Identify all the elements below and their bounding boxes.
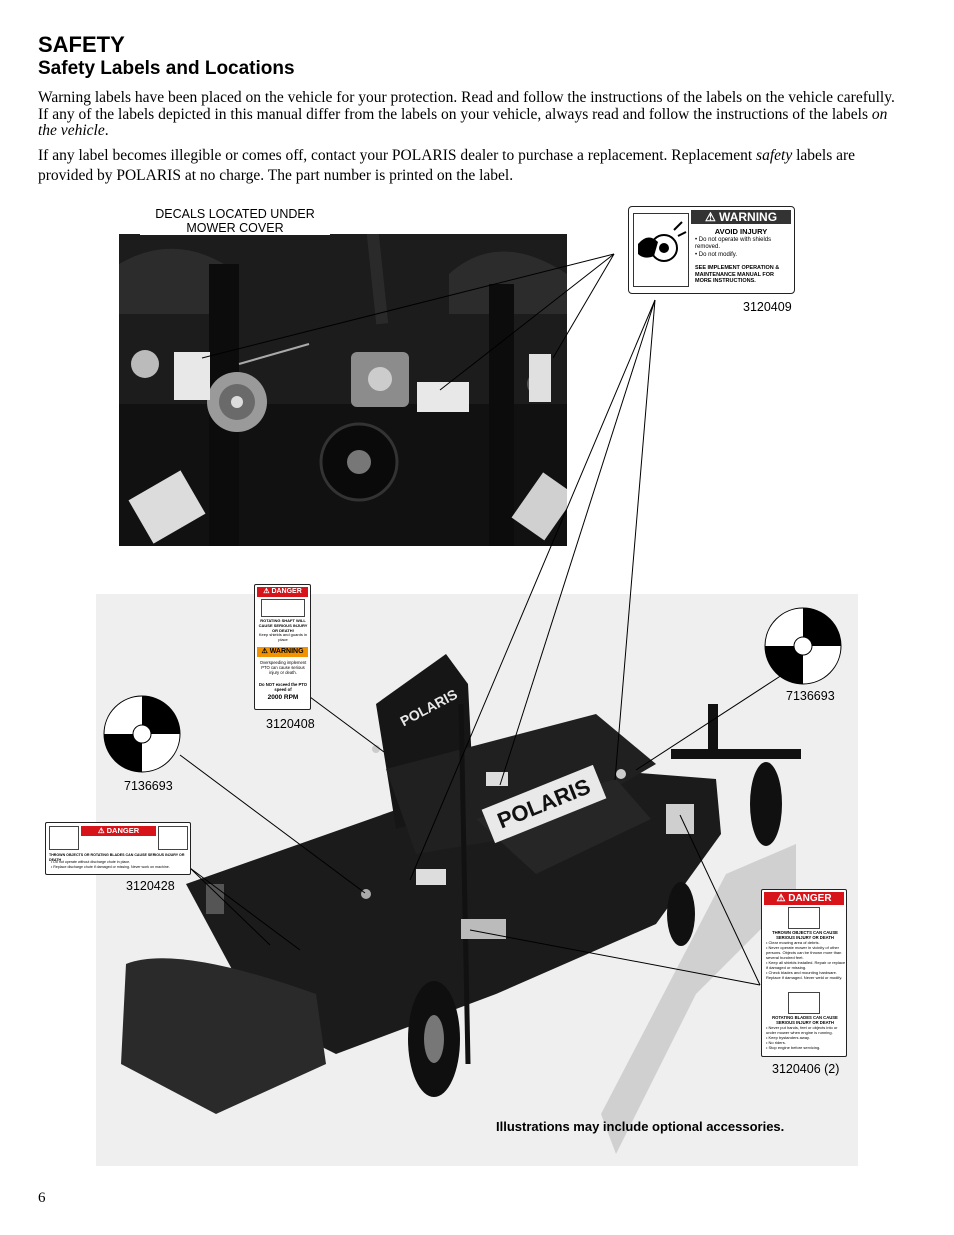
warning-footer: SEE IMPLEMENT OPERATION & MAINTENANCE MA…: [695, 265, 780, 284]
warning-text: Overspeeding implement PTO can cause ser…: [259, 660, 307, 675]
danger-heading: THROWN OBJECTS CAN CAUSE SERIOUS INJURY …: [772, 930, 838, 940]
danger-bullet: • No riders.: [766, 1040, 786, 1045]
danger-label-3120408: ⚠ DANGER ROTATING SHAFT WILL CAUSE SERIO…: [254, 584, 311, 710]
warning-signal-bar: ⚠ WARNING: [691, 210, 791, 224]
danger-text: ROTATING SHAFT WILL CAUSE SERIOUS INJURY…: [258, 618, 308, 633]
mower-drawing: POLARIS POLARIS: [96, 594, 858, 1166]
rotating-blades-icon: [788, 992, 820, 1014]
section-subtitle: Safety Labels and Locations: [38, 58, 295, 79]
under-cover-photo: [119, 213, 576, 546]
intro-paragraph: Warning labels have been placed on the v…: [38, 89, 895, 139]
part-number-3120428: 3120428: [126, 879, 175, 893]
warning-bullet: • Do not operate with shields removed.: [695, 237, 772, 250]
danger-label-3120428: ⚠ DANGER THROWN OBJECTS OR ROTATING BLAD…: [45, 822, 191, 875]
danger-signal-bar: ⚠ DANGER: [81, 826, 156, 836]
decals-under-cover-note: DECALS LOCATED UNDER MOWER COVER: [140, 207, 330, 235]
pto-speed: 2000 RPM: [267, 694, 299, 701]
danger-bullet: • Never operate mower in vicinity of oth…: [766, 945, 842, 960]
danger-bullet: • Stop engine before servicing.: [766, 1045, 821, 1050]
part-number-3120408: 3120408: [266, 717, 315, 731]
danger-text: THROWN OBJECTS OR ROTATING BLADES CAN CA…: [49, 853, 185, 862]
danger-heading: ROTATING BLADES CAN CAUSE SERIOUS INJURY…: [772, 1015, 838, 1025]
rotating-blades-icon: [158, 826, 188, 850]
thrown-objects-icon: [788, 907, 820, 929]
danger-bullet: • Do not operate without discharge chute…: [51, 860, 131, 864]
danger-signal-bar: ⚠ DANGER: [764, 892, 844, 905]
warning-signal-bar: ⚠ WARNING: [257, 647, 308, 657]
danger-label-3120406: ⚠ DANGER THROWN OBJECTS CAN CAUSE SERIOU…: [761, 889, 847, 1057]
danger-bullet: • Keep bystanders away.: [766, 1035, 810, 1040]
part-number-7136693-left: 7136693: [124, 779, 173, 793]
danger-bullet: • Check blades and mounting hardware. Re…: [766, 970, 843, 980]
under-cover-photo-drawing: [119, 213, 576, 546]
danger-subtext: Keep shields and guards in place: [258, 632, 308, 642]
part-number-7136693-right: 7136693: [786, 689, 835, 703]
danger-signal-bar: ⚠ DANGER: [257, 587, 308, 597]
part-number-3120409: 3120409: [743, 300, 792, 314]
target-decal-left: [103, 695, 181, 778]
rotating-shaft-icon: [261, 599, 305, 617]
replacement-paragraph: If any label becomes illegible or comes …: [38, 147, 856, 184]
danger-bullet: • Never put hands, feet or objects into …: [766, 1025, 838, 1035]
hand-entanglement-icon: [633, 213, 689, 287]
accessories-note: Illustrations may include optional acces…: [496, 1119, 785, 1134]
danger-bullet: • Keep all shields installed. Repair or …: [766, 960, 846, 970]
warning-bullet: • Do not modify.: [695, 252, 738, 258]
part-number-3120406: 3120406 (2): [772, 1062, 840, 1076]
warning-text: Do NOT exceed the PTO speed of: [258, 682, 308, 692]
section-title: SAFETY: [38, 32, 125, 57]
danger-bullet: • Clear mowing area of debris.: [766, 940, 820, 945]
warning-label-3120409: ⚠ WARNING AVOID INJURY • Do not operate …: [628, 206, 795, 294]
page-number: 6: [38, 1190, 46, 1206]
target-decal-right: [764, 607, 842, 690]
thrown-objects-icon: [49, 826, 79, 850]
mower-photo: POLARIS POLARIS: [96, 594, 858, 1166]
warning-heading: AVOID INJURY: [714, 227, 768, 236]
danger-bullet: • Replace discharge chute if damaged or …: [51, 865, 170, 869]
